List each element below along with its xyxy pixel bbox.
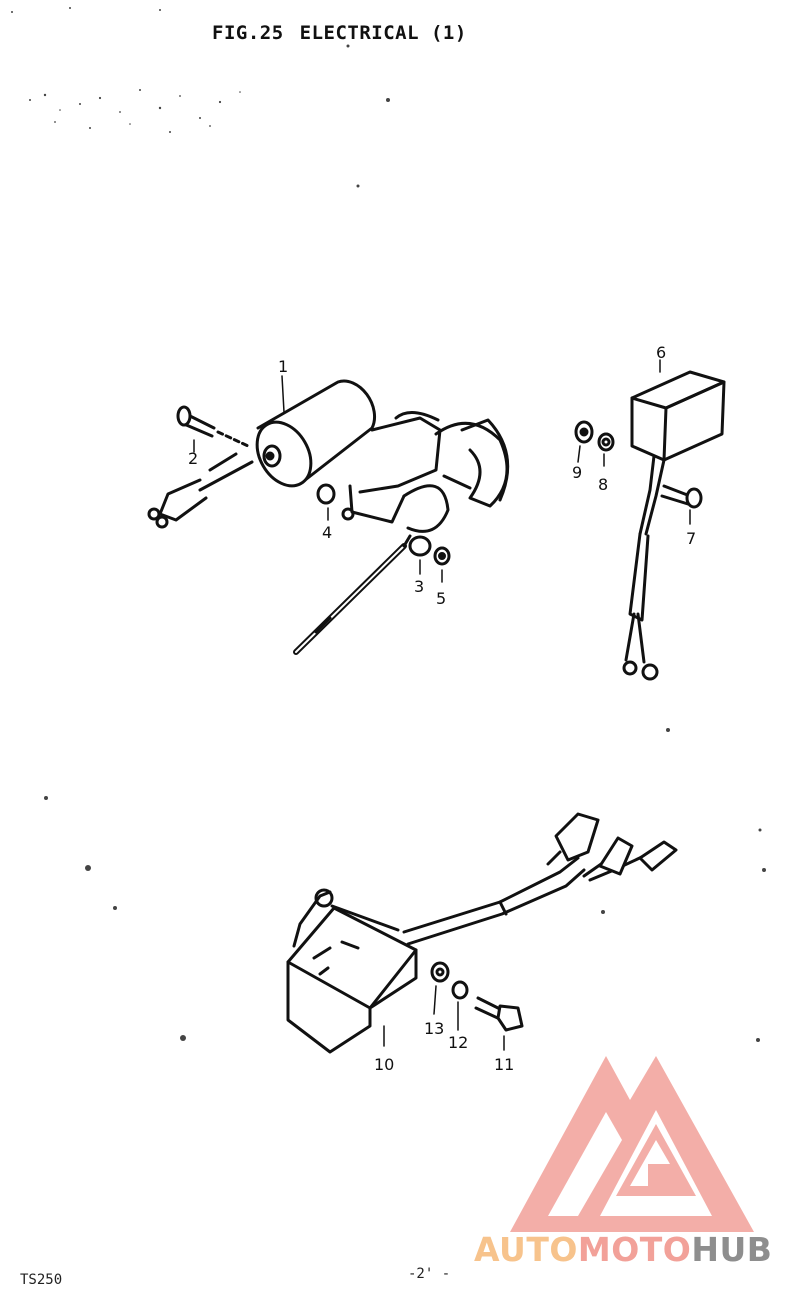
callout-13: 13: [424, 1019, 444, 1038]
ignition-coil-assembly: [147, 375, 510, 655]
control-unit-assembly: [574, 359, 726, 681]
callout-9: 9: [572, 463, 582, 482]
callout-labels: 1 2 3 4 5 6 7 8 9 10 11 12 13: [188, 343, 696, 1074]
watermark-brand: AUTOMOTOHUB: [474, 1230, 772, 1269]
callout-10: 10: [374, 1055, 394, 1074]
figure-heading: ELECTRICAL (1): [299, 22, 467, 44]
figure-title: FIG.25 ELECTRICAL (1): [212, 22, 483, 44]
watermark-part-moto: MOTO: [577, 1230, 692, 1269]
callout-8: 8: [598, 475, 608, 494]
regulator-assembly: [286, 812, 678, 1054]
callout-3: 3: [414, 577, 424, 596]
callout-5: 5: [436, 589, 446, 608]
callout-7: 7: [686, 529, 696, 548]
callout-11: 11: [494, 1055, 514, 1074]
figure-number: FIG.25: [212, 22, 284, 44]
callout-1: 1: [278, 357, 288, 376]
scan-noise: [11, 7, 766, 1042]
callout-2: 2: [188, 449, 198, 468]
watermark-logo-icon: [510, 1056, 754, 1232]
callout-4: 4: [322, 523, 332, 542]
model-code: TS250: [20, 1272, 63, 1288]
page-number: -2' -: [408, 1266, 451, 1282]
callout-6: 6: [656, 343, 666, 362]
callout-12: 12: [448, 1033, 468, 1052]
watermark-part-auto: AUTO: [474, 1230, 578, 1269]
watermark-part-hub: HUB: [691, 1230, 773, 1269]
